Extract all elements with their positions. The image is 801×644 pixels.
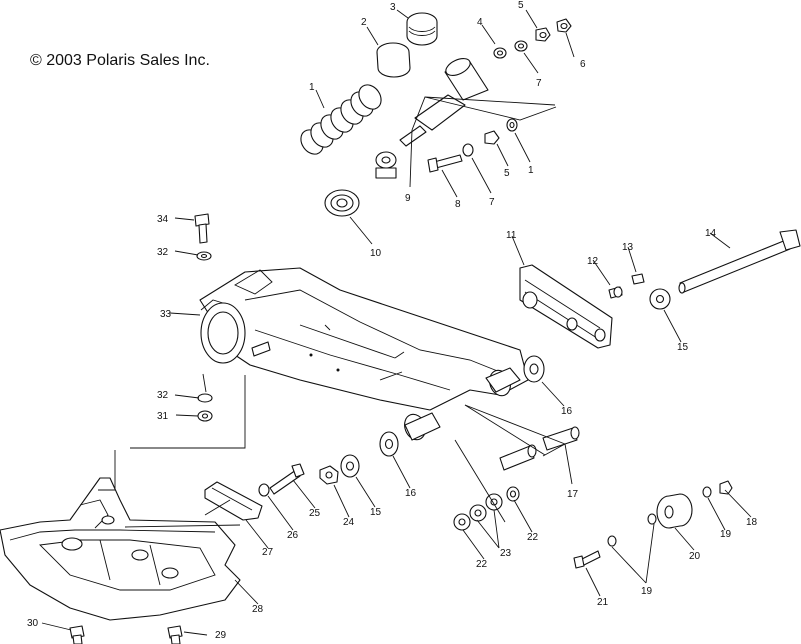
callout-label: 5: [518, 0, 524, 11]
callout-labels: 1 2 3 4 5 6 7 1 5 7 8 9 10 11 12 13 14 1…: [27, 0, 758, 641]
callout-label: 14: [705, 228, 717, 239]
washer-part: [196, 251, 212, 261]
callout-label: 11: [506, 230, 517, 241]
nut-part: [506, 486, 520, 502]
callout-label: 10: [370, 248, 382, 259]
callout-label: 26: [287, 530, 299, 541]
callout-label: 13: [622, 242, 634, 253]
washer-part: [647, 513, 657, 525]
callout-label: 1: [528, 165, 534, 176]
callout-label: 31: [157, 411, 169, 422]
cap-nut-part: [556, 18, 572, 33]
nut-part: [197, 410, 213, 422]
callout-label: 19: [641, 586, 653, 597]
callout-label: 7: [536, 78, 542, 89]
callout-label: 33: [160, 309, 172, 320]
callout-label: 19: [720, 529, 732, 540]
roller-wheel-part: [656, 493, 693, 529]
callout-label: 8: [455, 199, 461, 210]
callout-label: 15: [677, 342, 689, 353]
bracket-part: [204, 481, 263, 521]
callout-label: 23: [500, 548, 512, 559]
bolt-part: [427, 154, 463, 173]
callout-label: 24: [343, 517, 355, 528]
spring-nut-part: [485, 493, 503, 511]
washer-part: [462, 143, 474, 157]
copyright-notice: © 2003 Polaris Sales Inc.: [30, 52, 210, 69]
callout-label: 21: [597, 597, 609, 608]
bushing-part: [608, 286, 623, 299]
callout-label: 16: [561, 406, 573, 417]
lower-spring-seat-part: [324, 189, 360, 217]
lock-nut-part: [535, 27, 551, 42]
nut-part: [453, 513, 471, 531]
skid-plate-part: [0, 477, 241, 621]
bolt-part: [573, 550, 601, 569]
nut-part: [719, 480, 733, 495]
callout-label: 32: [157, 247, 169, 258]
screw-part: [631, 273, 645, 285]
callout-label: 22: [476, 559, 488, 570]
callout-label: 20: [689, 551, 701, 562]
nut-part: [506, 118, 518, 132]
washer-part: [197, 393, 213, 403]
nut-part: [319, 465, 339, 485]
bolt-part: [167, 625, 183, 644]
callout-label: 15: [370, 507, 382, 518]
callout-label: 6: [580, 59, 586, 70]
washer-part: [258, 483, 270, 497]
bushing-part: [499, 444, 537, 471]
bolt-part: [269, 463, 305, 495]
callout-label: 9: [405, 193, 411, 204]
washer-part: [607, 535, 617, 547]
callout-label: 30: [27, 618, 39, 629]
leader-lines: [41, 9, 752, 636]
callout-label: 2: [361, 17, 367, 28]
callout-label: 7: [489, 197, 495, 208]
callout-label: 29: [215, 630, 227, 641]
callout-label: 12: [587, 256, 599, 267]
callout-label: 27: [262, 547, 274, 558]
bolt-part: [69, 625, 85, 644]
washer-part: [523, 355, 545, 383]
washer-part: [649, 288, 671, 310]
callout-label: 16: [405, 488, 417, 499]
axle-part: [678, 229, 801, 294]
washer-part: [379, 431, 399, 457]
callout-label: 28: [252, 604, 264, 615]
nut-part: [514, 40, 528, 52]
callout-label: 3: [390, 2, 396, 13]
lock-nut-part: [484, 130, 500, 145]
callout-label: 5: [504, 168, 510, 179]
bolt-part: [194, 213, 210, 244]
bump-stop-part: [406, 12, 438, 46]
washer-part: [702, 486, 712, 498]
callout-label: 34: [157, 214, 169, 225]
spring-seat-part: [376, 42, 411, 78]
callout-label: 18: [746, 517, 758, 528]
callout-label: 17: [567, 489, 579, 500]
callout-label: 32: [157, 390, 169, 401]
washer-part: [493, 47, 507, 59]
washer-part: [340, 454, 360, 478]
callout-label: 1: [309, 82, 315, 93]
swing-arm-part: [199, 267, 529, 441]
callout-label: 25: [309, 508, 321, 519]
callout-label: 4: [477, 17, 483, 28]
mount-bracket-part: [519, 264, 613, 349]
spring-nut-part: [469, 504, 487, 522]
coil-spring-part: [300, 84, 382, 155]
bushing-part: [542, 426, 580, 451]
callout-label: 22: [527, 532, 539, 543]
